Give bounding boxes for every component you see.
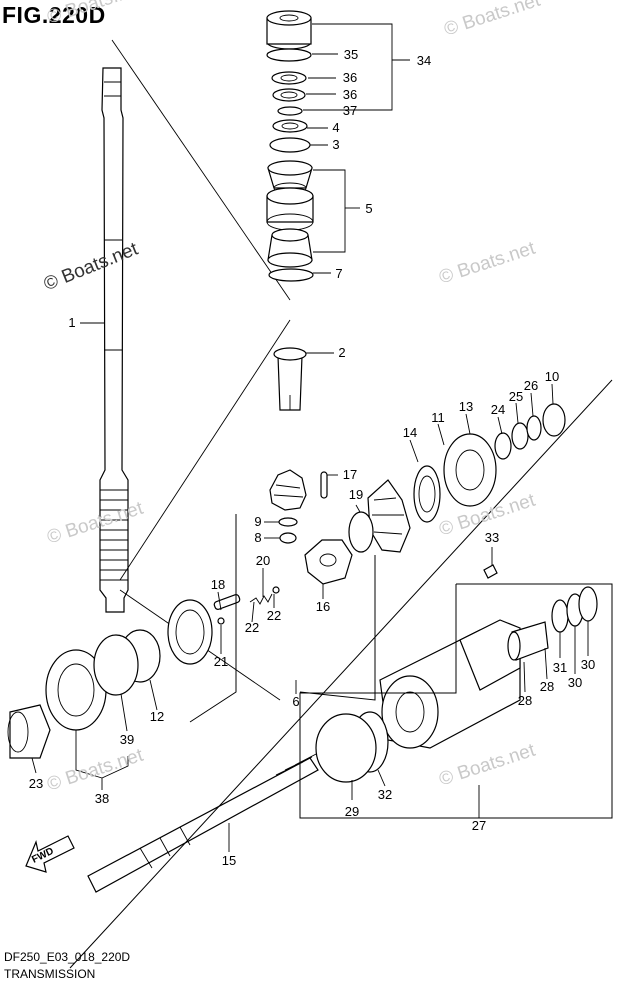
assembly-guide-lines [111,39,291,701]
propeller-shaft [87,751,321,893]
callout-19: 19 [349,487,363,502]
callout-27: 27 [472,818,486,833]
pinion-washer [278,517,298,527]
callout-1: 1 [68,315,75,330]
callout-7: 7 [335,266,342,281]
callout-3: 3 [332,137,339,152]
callout-11: 11 [431,410,445,425]
spacer-26 [526,415,542,441]
callout-12: 12 [150,709,164,724]
callout-31: 31 [553,660,567,675]
leader-lines [31,23,589,852]
callout-20: 20 [256,553,270,568]
forward-gear-shim [413,465,441,523]
seal-upper [271,71,307,85]
taper-roller-bearing-upper [267,160,313,194]
callout-28-lower: 28 [518,693,532,708]
callout-6: 6 [292,694,299,709]
pinion-nut [279,532,297,544]
callout-25: 25 [509,389,523,404]
ball-lower [217,617,225,625]
callout-17: 17 [343,467,357,482]
callout-8: 8 [254,530,261,545]
callout-34: 34 [417,53,431,68]
spacer-25 [511,422,529,450]
callout-37: 37 [343,103,357,118]
shift-cam [213,594,241,610]
sleeve [273,347,307,411]
ball-upper [272,586,280,594]
bearing-race [266,187,314,231]
callout-29: 29 [345,804,359,819]
shaft-splines-lower [100,489,128,581]
callout-38: 38 [95,791,109,806]
callout-labels: 1 2 3 4 5 6 7 8 9 10 11 12 13 14 15 16 1… [29,47,595,868]
callout-36-upper: 36 [343,70,357,85]
callout-10: 10 [545,369,559,384]
circlip [277,106,303,116]
callout-14: 14 [403,425,417,440]
callout-30-lower: 30 [568,675,582,690]
washer [272,119,308,133]
bolt-33 [483,564,498,579]
callout-4: 4 [332,120,339,135]
seal-31 [551,599,569,633]
bearing-housing [266,10,312,50]
callout-35: 35 [344,47,358,62]
figure-title: FIG.220D [2,2,106,28]
seal-30b [578,586,598,622]
callout-24: 24 [491,402,505,417]
group-frames [69,379,613,969]
shim-upper [269,137,311,153]
forward-gear [367,479,411,553]
reverse-bearing-housing [7,704,51,759]
callout-2: 2 [338,345,345,360]
callout-21: 21 [214,654,228,669]
callout-28-upper: 28 [540,679,554,694]
o-ring-10 [542,403,566,437]
propeller-shaft-housing [379,619,521,749]
callout-9: 9 [254,514,261,529]
drive-shaft [99,67,129,613]
callout-23: 23 [29,776,43,791]
shim-39 [93,634,139,696]
callout-22-left: 22 [245,620,259,635]
shift-spring [249,593,273,605]
callout-18: 18 [211,577,225,592]
callout-22-right: 22 [267,608,281,623]
clutch-dog [304,539,353,585]
pinion-gear [269,469,307,511]
callout-32: 32 [378,787,392,802]
callout-5: 5 [365,201,372,216]
figure-name: TRANSMISSION [4,967,96,981]
needle-bearing [348,511,374,553]
callout-36-lower: 36 [343,87,357,102]
seal-lower [272,88,306,102]
fwd-arrow: FWD [25,835,75,873]
callout-13: 13 [459,399,473,414]
pin [320,471,328,499]
needle-bearing-28 [507,621,549,661]
o-ring [266,48,312,62]
spacer-24 [494,432,512,460]
callout-16: 16 [316,599,330,614]
forward-bearing [443,433,497,507]
callout-26: 26 [524,378,538,393]
shim-lower [268,268,314,282]
reverse-gear [167,599,213,665]
figure-code: DF250_E03_018_220D [4,950,131,964]
callout-30-upper: 30 [581,657,595,672]
callout-15: 15 [222,853,236,868]
taper-roller-bearing-lower [267,228,313,268]
callout-39: 39 [120,732,134,747]
o-ring-29 [315,713,377,783]
callout-33: 33 [485,530,499,545]
